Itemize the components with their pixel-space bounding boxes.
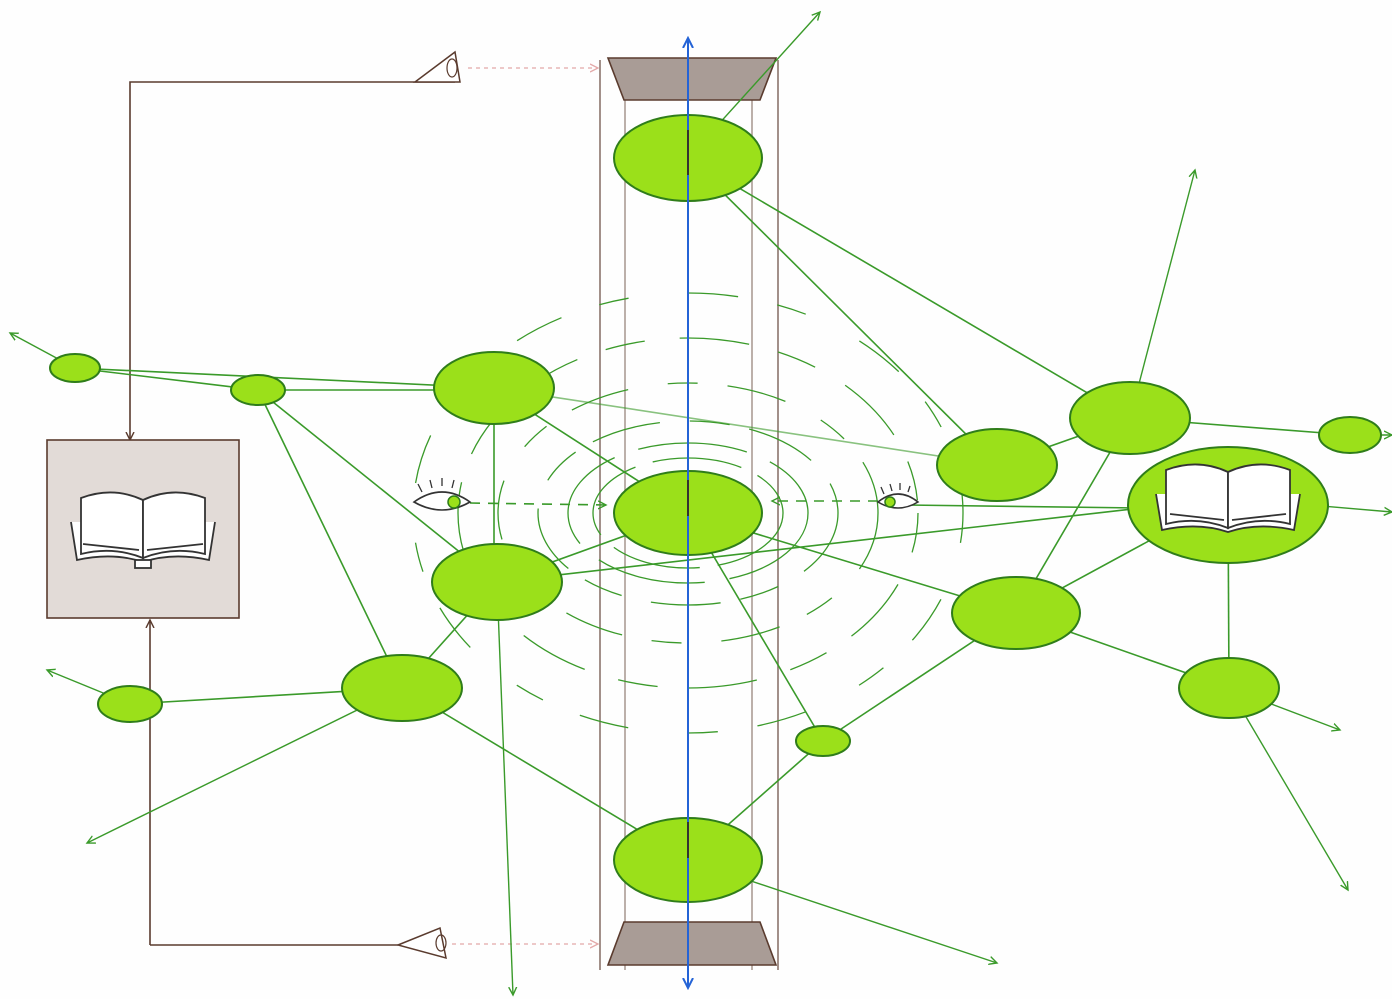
- node-left-mid: [341, 654, 463, 722]
- gaze-arrows: [469, 501, 1141, 508]
- open-book-icon: [70, 491, 216, 569]
- node-left-upper: [433, 351, 555, 425]
- node-right-b: [1069, 381, 1191, 455]
- left-frame: [130, 68, 598, 945]
- outgoing-arrows: [10, 12, 1392, 995]
- node-right-e: [1318, 416, 1382, 454]
- eye-icon: [412, 478, 472, 511]
- node-small-c: [97, 685, 163, 723]
- node-left-lower: [431, 543, 563, 621]
- node-right-a: [936, 428, 1058, 502]
- node-right-c: [951, 576, 1081, 650]
- eye-cone-icon: [395, 926, 447, 960]
- open-book-icon: [1155, 463, 1301, 533]
- eye-cone-icon: [412, 50, 461, 83]
- node-right-d: [1178, 657, 1280, 719]
- bottom-plate: [606, 921, 778, 966]
- eye-icon: [876, 483, 920, 509]
- node-small-b: [230, 374, 286, 406]
- node-small-d: [795, 725, 851, 757]
- book-panel: [46, 439, 240, 619]
- node-small-a: [49, 353, 101, 383]
- top-plate: [606, 57, 778, 101]
